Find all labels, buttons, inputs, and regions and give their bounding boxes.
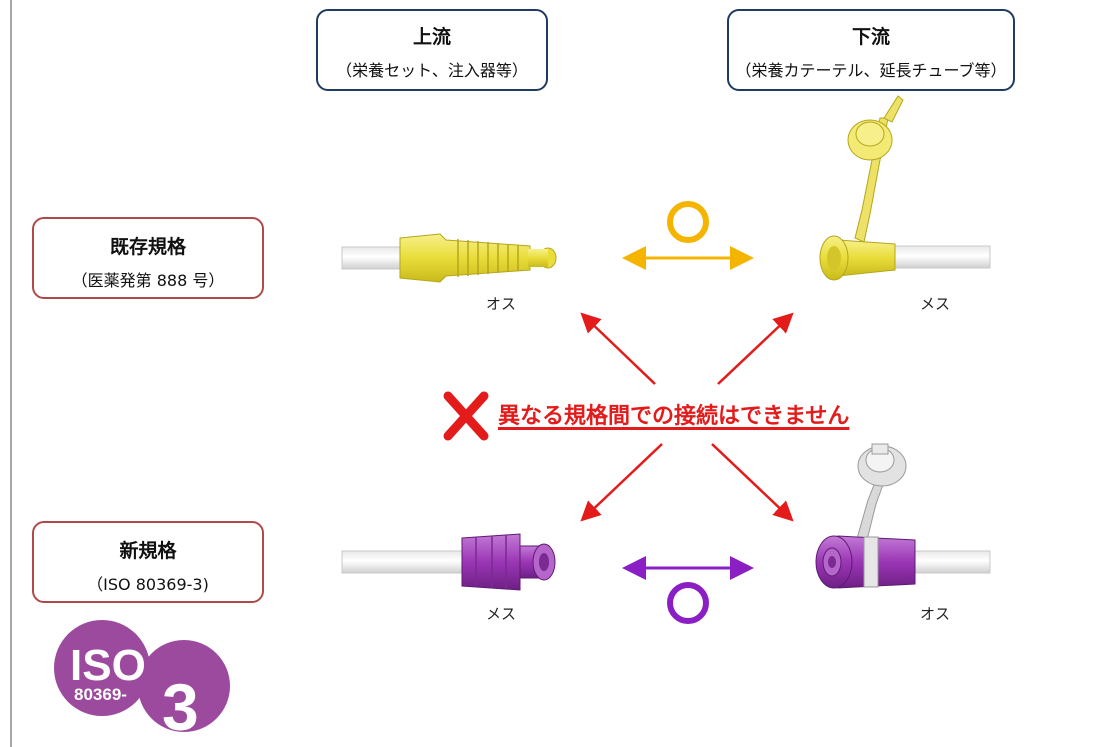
existing-upstream-label: オス xyxy=(486,295,517,313)
new-upstream-connector xyxy=(341,533,556,591)
incompatible-warning-text: 異なる規格間での接続はできません xyxy=(498,404,850,429)
existing-downstream-label: メス xyxy=(920,295,951,313)
iso-80369-3-logo: ISO 80369- 3 xyxy=(54,620,230,744)
downstream-subtitle: （栄養カテーテル、延長チューブ等） xyxy=(735,61,1007,80)
svg-text:80369-: 80369- xyxy=(74,685,127,704)
existing-standard-box: 既存規格 （医薬発第 888 号） xyxy=(32,217,264,299)
upstream-title: 上流 xyxy=(412,26,451,48)
new-standard-box: 新規格 （ISO 80369-3) xyxy=(32,521,264,603)
incompatible-x-icon xyxy=(443,391,489,441)
new-ok-circle-icon xyxy=(667,582,709,624)
cross-arrow-down-left xyxy=(580,443,663,522)
svg-text:3: 3 xyxy=(162,670,199,744)
existing-standard-subtitle: （医薬発第 888 号） xyxy=(71,271,225,290)
new-standard-subtitle: （ISO 80369-3) xyxy=(87,575,209,594)
upstream-header-box: 上流 （栄養セット、注入器等） xyxy=(316,9,548,91)
svg-text:ISO: ISO xyxy=(70,641,146,690)
cross-arrow-down-right xyxy=(711,443,794,522)
downstream-header-box: 下流 （栄養カテーテル、延長チューブ等） xyxy=(727,9,1015,91)
cross-arrow-up-left xyxy=(580,312,656,385)
upstream-subtitle: （栄養セット、注入器等） xyxy=(336,61,528,80)
downstream-title: 下流 xyxy=(851,26,890,48)
new-downstream-label: オス xyxy=(920,605,951,623)
new-upstream-label: メス xyxy=(486,605,517,623)
new-downstream-connector xyxy=(815,443,991,589)
new-standard-title: 新規格 xyxy=(119,540,177,562)
existing-upstream-connector xyxy=(341,233,557,283)
existing-standard-title: 既存規格 xyxy=(109,236,186,258)
cross-arrow-up-right xyxy=(717,312,794,385)
existing-ok-circle-icon xyxy=(667,201,709,243)
left-border-line xyxy=(10,0,12,747)
existing-downstream-connector xyxy=(819,95,991,281)
